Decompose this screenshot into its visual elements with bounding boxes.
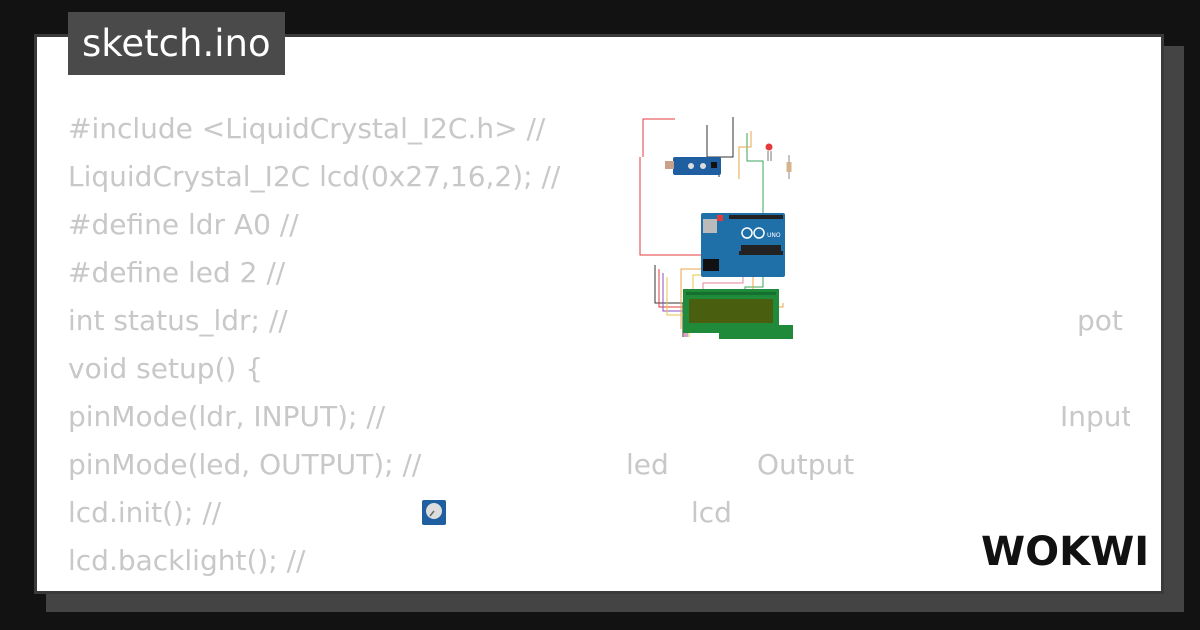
code-line: void setup() { [68,352,264,385]
comment-pot: pot [1077,304,1123,337]
code-line: lcd.init(); // [68,496,222,529]
code-preview: #include <LiquidCrystal_I2C.h> // Liquid… [68,109,1130,589]
code-line: #define ldr A0 // [68,208,299,241]
wokwi-logo-text: WOKWI [981,529,1149,575]
comment-lcd: lcd [691,496,732,529]
wire-red-top [642,118,675,157]
code-line: LiquidCrystal_I2C lcd(0x27,16,2); // [68,160,561,193]
arduino-uno-icon: UNO [701,213,785,277]
svg-text:UNO: UNO [767,232,781,239]
code-line: int status_ldr; // [68,304,288,337]
wire-orange [738,131,752,179]
wire-black-led [707,117,734,158]
code-line: #define led 2 // [68,256,286,289]
comment-input: Input [1060,400,1130,433]
wokwi-logo: WOKWI [981,529,1149,575]
code-line: pinMode(ldr, INPUT); // [68,400,386,433]
project-card: #include <LiquidCrystal_I2C.h> // Liquid… [34,34,1164,594]
ldr-sensor-icon [665,157,721,175]
potentiometer-icon [422,500,446,525]
comment-led: led [626,448,669,481]
code-line: pinMode(led, OUTPUT); // [68,448,422,481]
comment-output: Output [757,448,855,481]
resistor-icon [786,155,792,179]
code-line: lcd.backlight(); // [68,544,306,577]
code-line: #include <LiquidCrystal_I2C.h> // [68,112,546,145]
lcd-16x2-display [683,289,779,333]
filename-tab[interactable]: sketch.ino [68,12,285,75]
red-led-icon [765,143,773,161]
